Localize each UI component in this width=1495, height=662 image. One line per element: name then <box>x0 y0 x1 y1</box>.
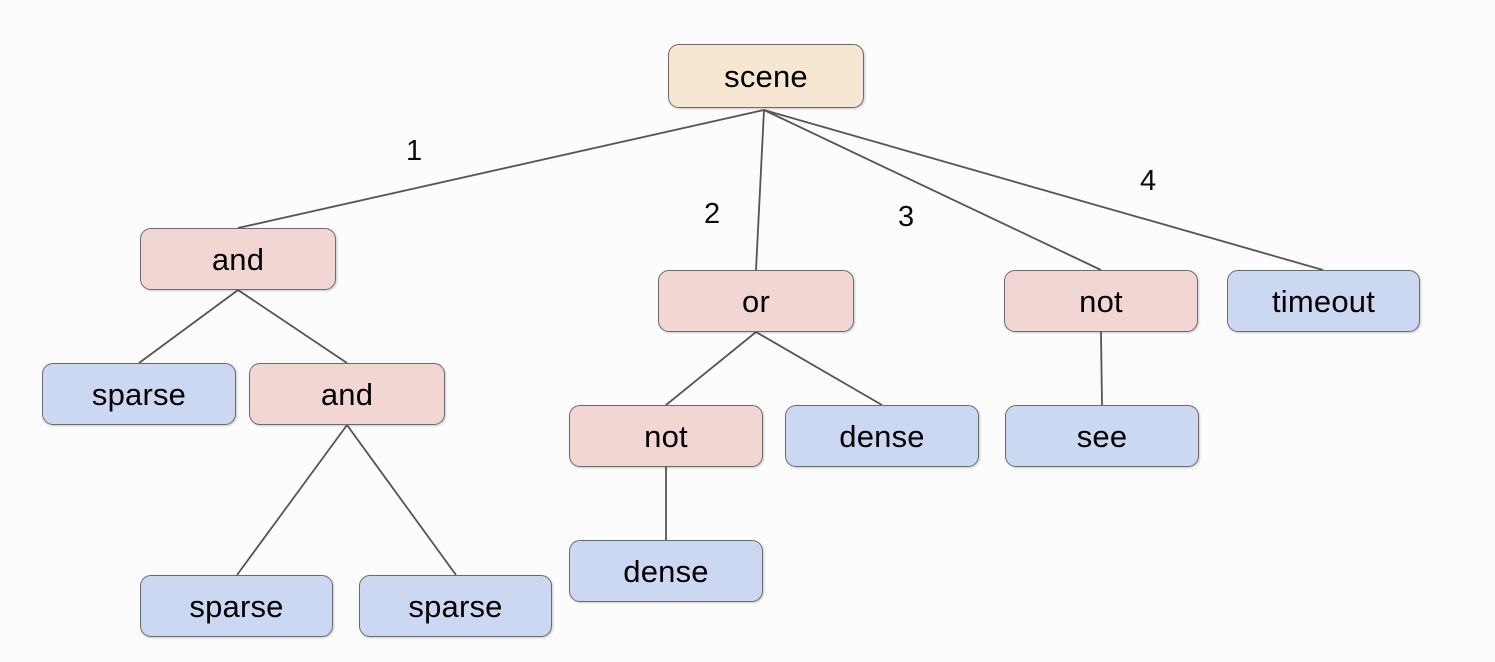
edge-label-3: 3 <box>898 201 915 233</box>
tree-edge <box>237 289 348 364</box>
tree-node-or1[interactable]: or <box>658 270 854 332</box>
tree-edge <box>763 109 1102 271</box>
tree-node-sparse3[interactable]: sparse <box>359 575 552 637</box>
edge-label-4: 4 <box>1140 165 1157 197</box>
tree-edge <box>236 424 348 576</box>
tree-edge <box>665 331 757 406</box>
tree-edge <box>346 424 457 576</box>
tree-edge <box>763 109 1324 271</box>
tree-node-not1[interactable]: not <box>1004 270 1198 332</box>
tree-node-scene[interactable]: scene <box>668 44 864 108</box>
tree-node-dense1[interactable]: dense <box>785 405 979 467</box>
tree-node-sparse2[interactable]: sparse <box>140 575 333 637</box>
tree-node-not2[interactable]: not <box>569 405 763 467</box>
tree-node-and2[interactable]: and <box>249 363 445 425</box>
tree-node-timeout1[interactable]: timeout <box>1227 270 1420 332</box>
tree-edge <box>755 331 883 406</box>
tree-edge <box>138 289 239 364</box>
tree-edge <box>755 109 765 271</box>
edge-label-2: 2 <box>704 198 721 230</box>
tree-node-and1[interactable]: and <box>140 228 336 290</box>
tree-edge <box>1100 331 1103 406</box>
tree-node-dense2[interactable]: dense <box>569 540 763 602</box>
tree-node-sparse1[interactable]: sparse <box>42 363 236 425</box>
edge-label-1: 1 <box>406 135 423 167</box>
tree-node-see1[interactable]: see <box>1005 405 1199 467</box>
tree-edge <box>237 109 765 229</box>
